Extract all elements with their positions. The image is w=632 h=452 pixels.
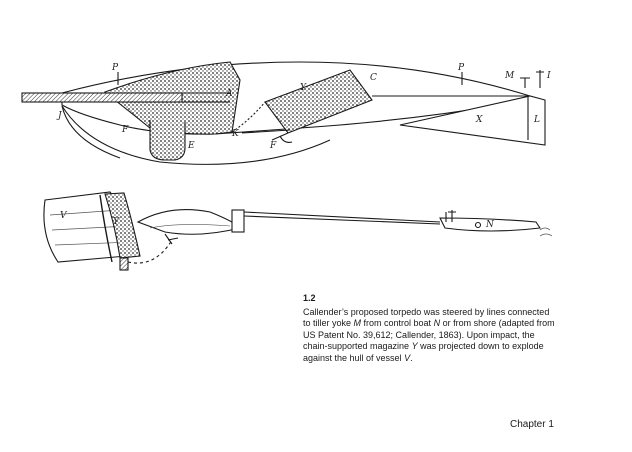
caption-text-run: Callender’s proposed torpedo was steered… — [303, 307, 550, 329]
label-f1: F — [121, 125, 129, 135]
caption-italic-run: V — [404, 352, 411, 363]
torpedo-section — [21, 61, 546, 165]
label-v: V — [60, 211, 68, 221]
caption-text-run: . — [410, 352, 413, 363]
label-j: J — [56, 111, 63, 121]
label-x: X — [475, 115, 483, 125]
label-c: C — [370, 73, 377, 83]
label-p2: P — [457, 63, 465, 73]
patent-drawing: P P Y C M I A J F F E K X L V Y N — [21, 61, 553, 271]
figure-number: 1.2 — [303, 293, 316, 303]
label-f2: F — [269, 141, 277, 151]
figure-caption: Callender’s proposed torpedo was steered… — [303, 307, 558, 364]
label-i: I — [546, 71, 551, 81]
label-k: K — [231, 129, 240, 139]
label-p1: P — [111, 63, 119, 73]
label-y-top: Y — [300, 83, 307, 93]
drawing-labels: P P Y C M I A J F F E K X L V Y N — [56, 63, 551, 230]
label-e: E — [187, 141, 195, 151]
caption-italic-run: N — [433, 318, 441, 329]
caption-text-run: from control boat — [361, 318, 434, 329]
caption-italic-run: M — [353, 318, 362, 329]
label-m: M — [504, 71, 515, 81]
caption-text-run: or from shore (adapted from US Patent No… — [303, 318, 555, 352]
caption-italic-run: Y — [411, 341, 418, 352]
label-a: A — [225, 89, 233, 99]
attack-scene — [43, 191, 553, 271]
label-l: L — [533, 115, 540, 125]
caption-text-run: was projected down to explode against th… — [303, 341, 544, 363]
label-n: N — [485, 220, 495, 230]
chapter-footer: Chapter 1 — [510, 419, 554, 430]
label-y-bottom: Y — [113, 217, 120, 227]
